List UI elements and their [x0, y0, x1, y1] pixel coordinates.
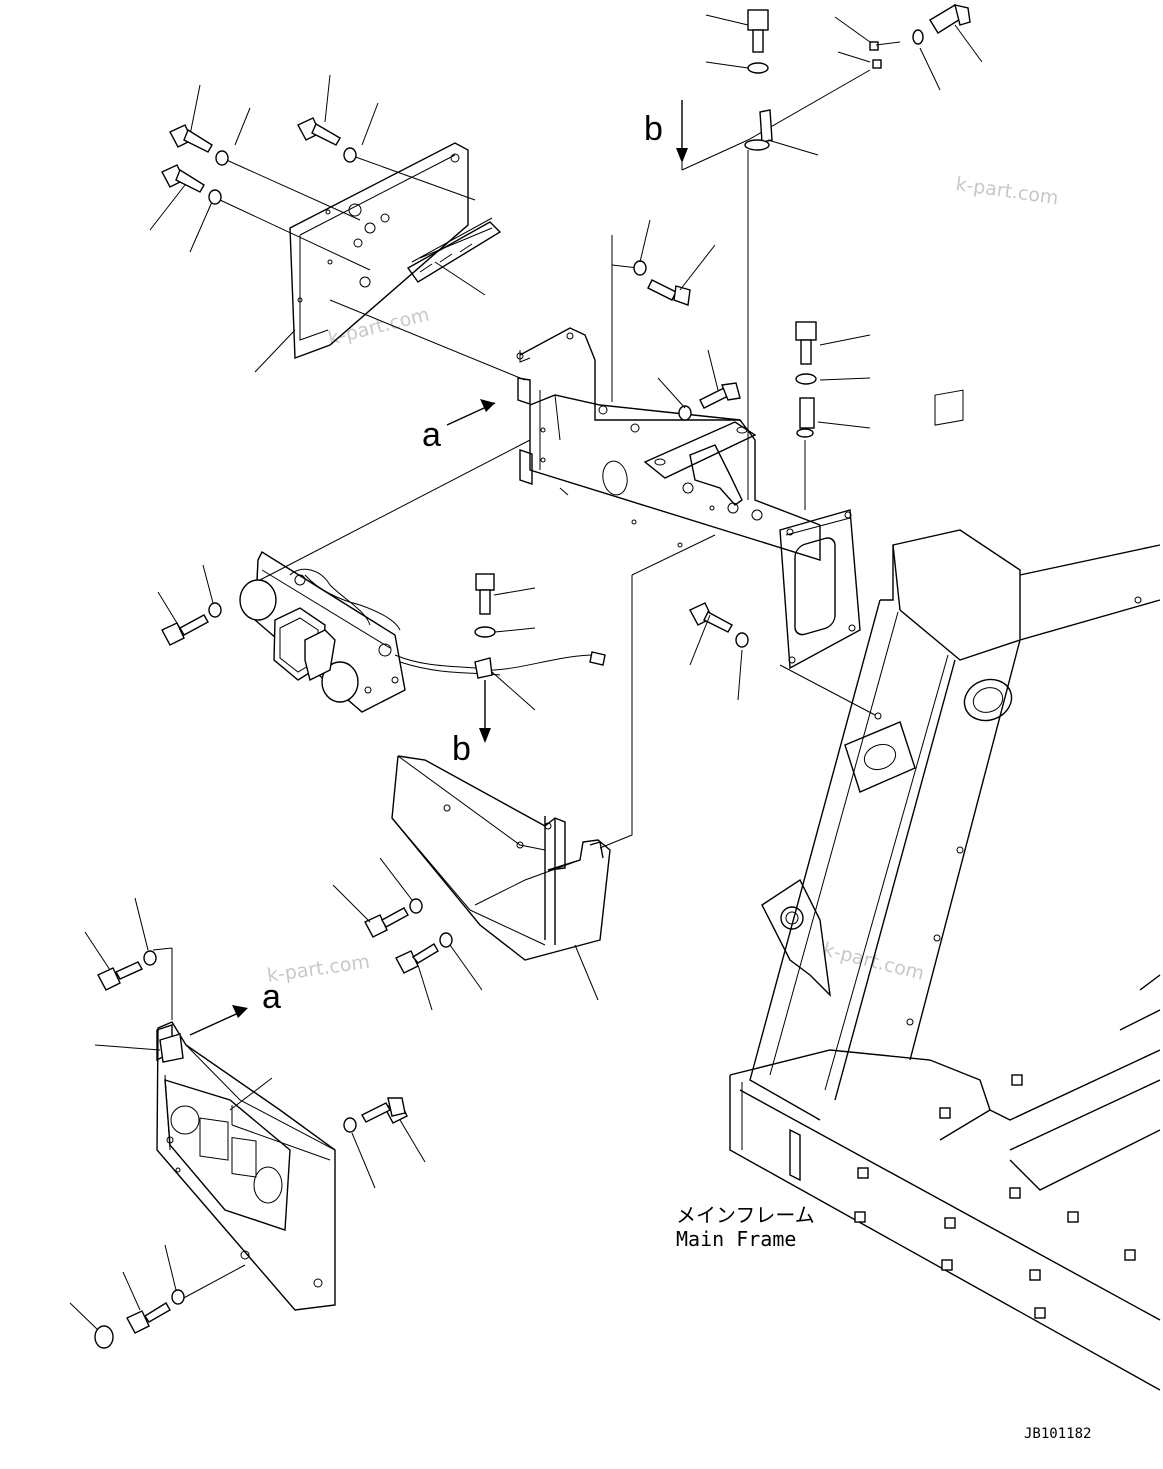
- view-arrow-b-upper: [676, 100, 688, 163]
- washer-right: [795, 373, 817, 385]
- watermark-top-right: k-part.com: [954, 173, 1060, 209]
- watermark-mid-left: k-part.com: [266, 951, 372, 987]
- bolt-clamp: [475, 573, 495, 615]
- bracket-pin-b: [744, 109, 773, 151]
- washer-2: [208, 189, 222, 205]
- bolt-panel-3: [126, 1302, 171, 1334]
- caption-english: Main Frame: [676, 1227, 796, 1251]
- bolt-top-right: [929, 4, 971, 34]
- channel-rail: [406, 217, 502, 283]
- bolt-top-center: [747, 9, 769, 53]
- mounting-bracket-plate: [289, 142, 469, 359]
- washer-panel-3: [171, 1289, 185, 1305]
- washer-3: [343, 147, 357, 163]
- bolt-cover-2: [395, 943, 439, 974]
- relay-box-assembly: [239, 550, 606, 713]
- small-clip-1: [869, 41, 882, 69]
- bolt-cover-1: [364, 907, 409, 938]
- drawing-code: JB101182: [1024, 1426, 1091, 1442]
- washer-1: [215, 150, 229, 166]
- washer-relay: [208, 602, 222, 618]
- view-arrow-b-lower: [479, 680, 491, 743]
- washer-mid-1: [633, 260, 647, 276]
- washer-cover-2: [439, 932, 453, 948]
- washer-panel-2: [343, 1117, 357, 1133]
- bolt-2: [161, 164, 205, 193]
- label-b-upper: b: [644, 110, 663, 148]
- frame-studs: [854, 1074, 1136, 1319]
- bolt-flange: [689, 602, 733, 633]
- washer-cover-1: [409, 898, 423, 914]
- label-b-lower: b: [452, 730, 471, 768]
- bolt-1: [169, 124, 213, 153]
- front-cover-panel: [156, 1021, 336, 1311]
- view-arrow-a-upper: [446, 399, 496, 426]
- watermark-upper-left: k-part.com: [326, 303, 432, 349]
- bolt-panel-2: [361, 1097, 408, 1124]
- bolt-3: [297, 117, 341, 146]
- label-a-upper: a: [422, 416, 441, 454]
- bolt-panel-1: [97, 961, 143, 991]
- cap-plug: [94, 1325, 114, 1349]
- view-arrow-a-lower: [189, 1005, 248, 1036]
- label-a-lower: a: [262, 978, 281, 1016]
- watermark-mid-right: k-part.com: [821, 939, 927, 985]
- central-crossbeam: [516, 327, 821, 561]
- washer-panel-1: [143, 950, 157, 966]
- bolt-right: [795, 321, 817, 365]
- washer-top-right: [912, 29, 924, 45]
- main-frame: [729, 389, 1161, 1391]
- end-flange-plate: [779, 509, 861, 670]
- washer-mid-2: [678, 405, 692, 421]
- bolt-mid-1: [647, 279, 691, 306]
- bolt-mid-2: [699, 382, 741, 409]
- washer-clamp: [474, 626, 496, 638]
- washer-top-center: [747, 62, 769, 74]
- side-cover: [391, 755, 611, 961]
- spacer-sleeve: [796, 397, 815, 438]
- bolt-relay: [161, 614, 209, 646]
- washer-flange: [735, 632, 749, 648]
- caption-japanese: メインフレーム: [676, 1203, 815, 1227]
- wire-clamp: [474, 657, 493, 679]
